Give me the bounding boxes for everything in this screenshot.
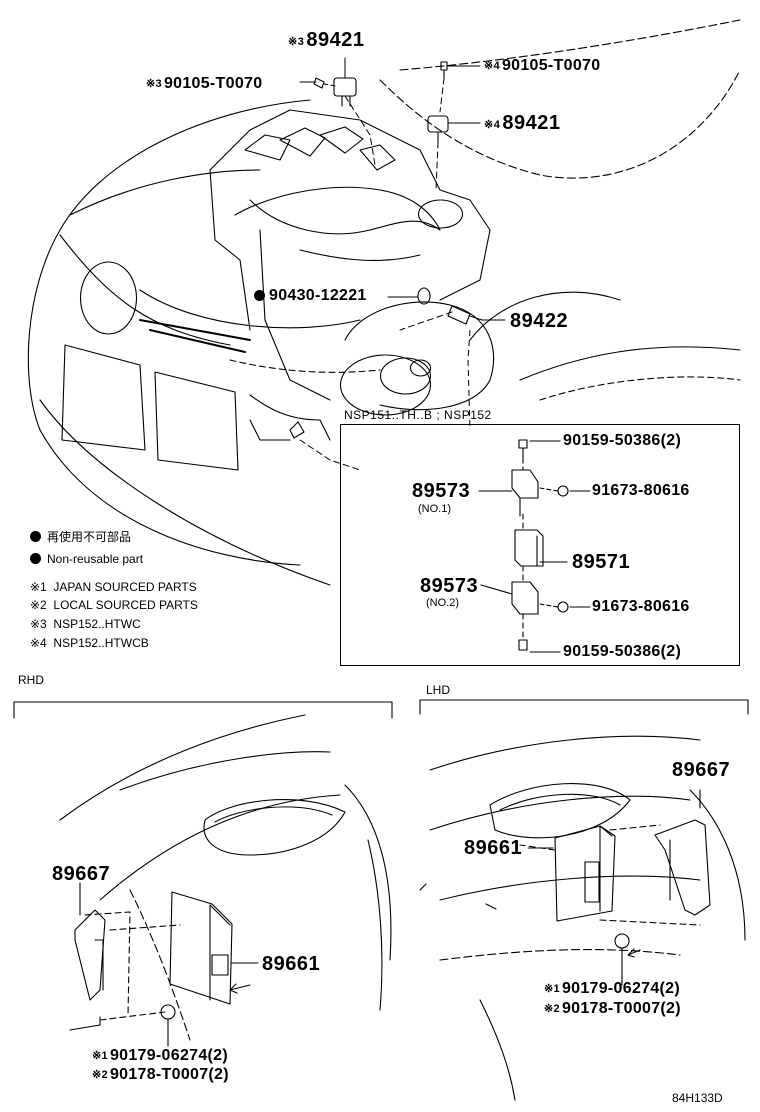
no1-label: (NO.1) [418, 503, 451, 515]
legend-item: ※4 NSP152..HTWCB [30, 636, 149, 650]
non-reusable-dot-icon [254, 290, 265, 301]
non-reusable-dot-icon [30, 553, 41, 564]
legend-item: ※2 LOCAL SOURCED PARTS [30, 598, 198, 612]
condition-mark: ※4 [484, 60, 500, 72]
legend-item: ※3 NSP152..HTWC [30, 617, 141, 631]
illustration-id: 84H133D [672, 1091, 723, 1105]
sensor-panel-art [478, 439, 591, 653]
condition-mark: ※4 [484, 119, 501, 131]
callout-90159-bottom[interactable]: 90159-50386(2) [563, 643, 682, 660]
part-number: 90105-T0070 [163, 75, 263, 92]
condition-label: NSP151..TH..B ; NSP152 [344, 408, 492, 422]
part-number: 89421 [306, 29, 365, 51]
engine-assembly [209, 109, 491, 441]
part-number: 89421 [502, 112, 561, 134]
callout-90159-top[interactable]: 90159-50386(2) [563, 432, 682, 449]
transmission-housing [339, 301, 495, 416]
rhd-callout-89661[interactable]: 89661 [262, 953, 321, 975]
knock-sensor-parts [313, 61, 483, 325]
callout-91673-no2[interactable]: 91673-80616 [592, 598, 690, 615]
lhd-section-art [419, 699, 749, 1101]
callout-89571[interactable]: 89571 [572, 551, 631, 573]
rhd-callout-89667[interactable]: 89667 [52, 863, 111, 885]
rhd-section-art [13, 701, 393, 1047]
part-number: 90430-12221 [269, 287, 367, 304]
leader-lines [299, 57, 506, 471]
legend-item: Non-reusable part [30, 553, 143, 565]
callout-91673-no1[interactable]: 91673-80616 [592, 482, 690, 499]
legend-item: 再使用不可部品 [30, 531, 131, 543]
callout-90430[interactable]: 90430-12221 [254, 288, 367, 304]
rhd-title: RHD [18, 673, 44, 687]
legend-item: ※1 JAPAN SOURCED PARTS [30, 580, 197, 594]
panel-link-line [467, 329, 471, 431]
lhd-callout-89667[interactable]: 89667 [672, 759, 731, 781]
no2-label: (NO.2) [426, 597, 459, 609]
part-number: 89422 [510, 310, 569, 332]
lhd-callout-89661[interactable]: 89661 [464, 837, 523, 859]
condition-mark: ※3 [288, 36, 305, 48]
detail-panel [340, 424, 740, 666]
callout-89573-no2[interactable]: 89573 [420, 575, 479, 597]
part-number: 90105-T0070 [501, 57, 601, 74]
non-reusable-dot-icon [30, 531, 41, 542]
lhd-title: LHD [426, 683, 451, 697]
callout-89422[interactable]: 89422 [510, 311, 568, 331]
callout-89573-no1[interactable]: 89573 [412, 480, 471, 502]
condition-mark: ※3 [146, 78, 162, 90]
